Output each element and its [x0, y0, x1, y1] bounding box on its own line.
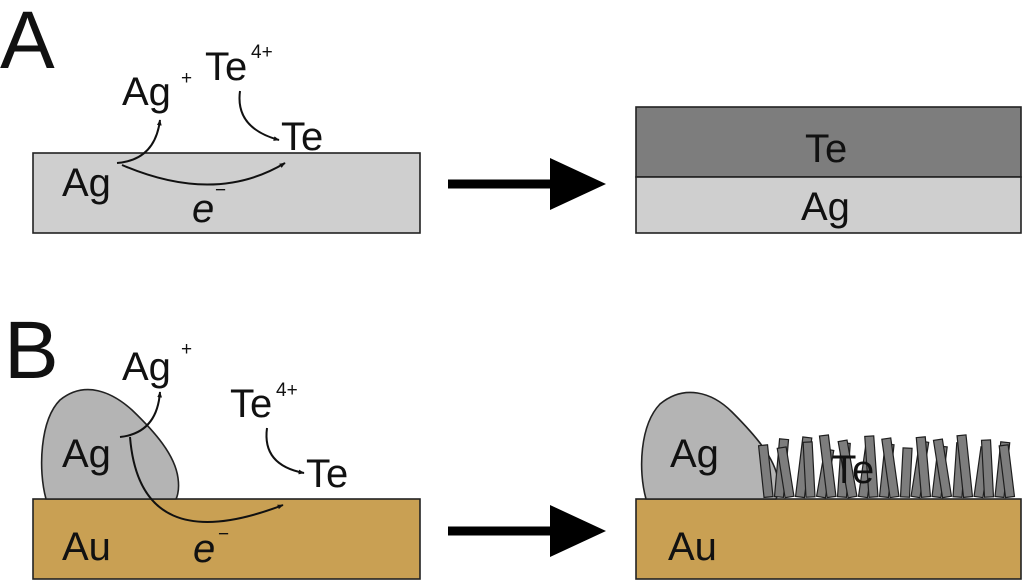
panel-b-electron-label: e	[193, 527, 215, 571]
panel-b-silver-oxidation-arrow	[119, 391, 162, 438]
panel-a-result-te-label: Te	[805, 127, 847, 171]
panel-a-silver-substrate	[32, 152, 421, 234]
panel-a-tellurium-reduction-arrow	[238, 90, 280, 141]
panel-a: A Ag Ag + Te 4+ Te e − Te Ag	[0, 0, 1022, 234]
panel-a-te-ion-charge: 4+	[251, 42, 273, 63]
panel-b-result-ag-label: Ag	[670, 432, 719, 476]
panel-b: B Au Ag Ag + Te 4+ Te e − Au Ag Te	[4, 305, 1022, 580]
panel-b-electron-sign: −	[218, 524, 229, 545]
panel-a-te-product-label: Te	[281, 115, 323, 159]
panel-b-process-arrow-head	[550, 505, 606, 557]
panel-b-gold-substrate	[32, 498, 421, 580]
panel-b-tellurium-nanorods	[757, 434, 1016, 499]
panel-b-silver-grain	[40, 388, 180, 500]
panel-a-process-arrow-head	[550, 158, 606, 210]
panel-a-ag-ion-charge: +	[181, 68, 192, 89]
panel-a-tellurium-layer	[635, 106, 1022, 178]
panel-b-te-ion-label: Te	[230, 382, 272, 426]
panel-b-te-product-label: Te	[306, 452, 348, 496]
panel-a-result-silver-layer	[635, 176, 1022, 234]
panel-a-electron-label: e	[192, 187, 214, 231]
tellurium-nanorod	[881, 437, 900, 499]
panel-b-electron-transfer-arrow	[129, 436, 284, 523]
tellurium-nanorod	[998, 444, 1016, 499]
panel-b-result-au-label: Au	[668, 525, 717, 569]
panel-b-ag-ion-charge: +	[181, 339, 192, 360]
tellurium-nanorod	[818, 434, 837, 499]
panel-a-silver-oxidation-arrow	[116, 119, 162, 164]
tellurium-nanorod	[864, 435, 879, 498]
panel-a-te-ion-label: Te	[205, 45, 247, 89]
panel-a-ag-ion-label: Ag	[122, 70, 171, 114]
panel-a-substrate-label: Ag	[62, 161, 111, 205]
panel-b-tellurium-reduction-arrow	[265, 427, 305, 475]
tellurium-nanorod	[757, 444, 774, 499]
panel-b-ag-ion-label: Ag	[122, 345, 171, 389]
panel-b-result-gold-substrate	[635, 498, 1022, 580]
tellurium-nanorod	[802, 441, 816, 498]
panel-a-result-ag-label: Ag	[801, 185, 850, 229]
tellurium-nanorod	[837, 439, 858, 499]
tellurium-nanorod	[899, 447, 913, 498]
tellurium-nanorod	[776, 446, 795, 499]
panel-a-label: A	[0, 0, 55, 86]
panel-b-grain-label: Ag	[62, 432, 111, 476]
tellurium-nanorod	[956, 434, 974, 499]
panel-a-electron-transfer-arrow	[121, 162, 286, 186]
panel-b-substrate-label: Au	[62, 525, 111, 569]
panel-b-result-te-label: Te	[832, 448, 874, 492]
tellurium-nanorod	[932, 438, 953, 499]
panel-a-electron-sign: −	[215, 180, 226, 201]
panel-b-te-ion-charge: 4+	[276, 380, 298, 401]
tellurium-nanorod	[980, 439, 995, 498]
tellurium-nanorod	[915, 436, 932, 499]
panel-b-label: B	[4, 305, 59, 396]
